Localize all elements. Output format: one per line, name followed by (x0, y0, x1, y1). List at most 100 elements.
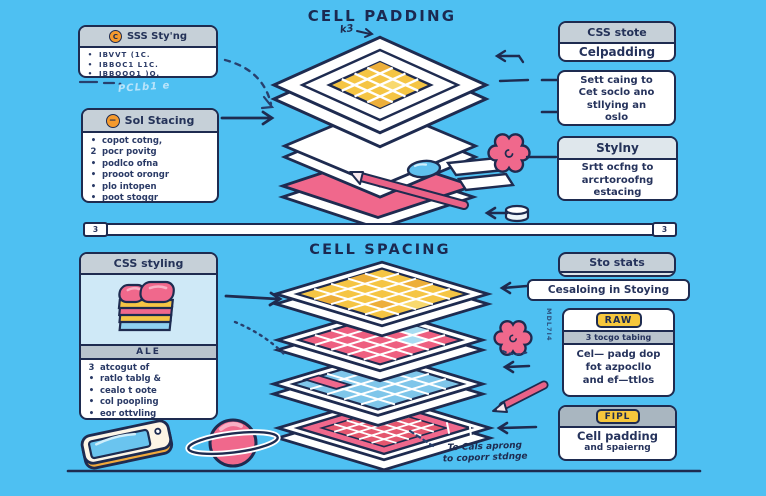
padding-middle-plate (285, 106, 476, 197)
padding-top-plate (274, 37, 486, 146)
list-item-label: cealo t oote (100, 385, 157, 396)
padding-white-tabs (445, 156, 516, 192)
arrow-left-icon (502, 360, 531, 374)
arrow-right-icon (220, 110, 275, 126)
raw-box: RAW 3 tocgo tabing Cel— padg dop fot azp… (562, 308, 675, 397)
sto-stats-label: Sto stats (560, 254, 674, 273)
arrow-left-icon (494, 49, 530, 83)
list-item-label: podlco ofna (102, 158, 159, 169)
spacing-layer-1 (276, 262, 488, 336)
white-sketch-dashes (446, 422, 472, 438)
list-item-label: eor ottvling (100, 408, 157, 419)
css-styling-header: CSS styling (81, 254, 216, 275)
css-stote-box: CSS stote Celpadding (558, 21, 676, 62)
list-item-label: pocr povitg (102, 147, 157, 158)
arrow-left-icon (496, 421, 538, 435)
list-item: •plo intopen (89, 182, 211, 193)
list-item: •poot stoggr (89, 193, 211, 203)
minus-circle-icon: − (105, 113, 120, 128)
bullet: • (88, 385, 95, 396)
list-item: • cealo t oote (87, 386, 210, 397)
arrow-right-icon (224, 291, 283, 307)
spacing-annotation: To Cals aprong to coporr stdnge (442, 440, 528, 464)
connector-line (540, 78, 560, 114)
css-stote-body: Celpadding (578, 45, 656, 59)
list-item-label: col poopling (100, 397, 159, 408)
fipl-body-line2: and spaierng (584, 443, 651, 453)
dashed-curve (223, 58, 273, 106)
sketch-arrow-icon (356, 28, 374, 38)
sketch-label: k3 (339, 23, 355, 36)
list-item: •prooot orongr (89, 170, 211, 181)
list-item: •IBBOOO1 )O. (86, 70, 210, 78)
raw-tag: RAW (595, 312, 642, 328)
fipl-tag: FIPL (595, 409, 640, 424)
sett-caing-body: Sett caing to Cet soclo ano stllying an … (578, 75, 655, 124)
fipl-box: FIPL Cell padding and spaierng (558, 405, 677, 461)
sss-styling-box: C SSS Sty'ng •IBVVT (1C. •IBBOC1 L1C. •I… (78, 25, 218, 78)
sss-styling-header: C SSS Sty'ng (80, 27, 216, 48)
bullet: • (90, 158, 97, 169)
star-blob-icon (487, 133, 531, 173)
vertical-scribble: MDL7I4 (545, 308, 553, 342)
bullet: • (90, 193, 97, 203)
phone-icon (80, 419, 174, 470)
fipl-header: FIPL (560, 407, 675, 428)
spacing-layer-2 (277, 309, 482, 381)
cylinder-icon (504, 204, 530, 223)
section-divider-bar (83, 223, 677, 236)
list-item: • eor ottvling (87, 408, 210, 419)
dashed-curve (502, 350, 529, 356)
planet-icon (185, 418, 281, 468)
dotted-curve (233, 320, 286, 356)
sol-stacing-header: − Sol Stacing (83, 110, 217, 133)
css-stote-header: CSS stote (560, 23, 674, 44)
bullet: • (87, 51, 94, 59)
pen-icon (492, 380, 549, 413)
padding-pink-layer (283, 154, 474, 228)
raw-subheader: 3 tocgo tabing (564, 330, 673, 345)
pen-icon (349, 159, 469, 210)
list-item: • IBVVT (1C. (86, 51, 210, 61)
bullet: • (87, 70, 94, 78)
list-item: • podlco ofna (89, 159, 211, 170)
bullet: • (90, 170, 97, 181)
layer-cake-icon (117, 280, 175, 331)
arrow-left-icon (484, 206, 509, 220)
sketch-dashes (78, 80, 116, 85)
handwritten-note: PCLb1 e (117, 80, 171, 95)
padding-title: CELL PADDING (307, 7, 457, 25)
arrow-left-icon (499, 281, 529, 295)
sss-styling-header-label: SSS Sty'ng (126, 31, 188, 42)
list-item-label: IBVVT (1C. (99, 51, 151, 59)
css-styling-figure (81, 275, 216, 344)
spacing-layer-3 (273, 353, 482, 426)
list-item: • col poopling (87, 397, 210, 408)
divider-left-badge: 3 (83, 222, 108, 237)
stylny-box: Stylny Srtt ocfng to arcrtoroofng estaci… (557, 136, 678, 201)
copyright-icon: C (108, 30, 122, 43)
spacing-title: CELL SPACING (309, 242, 451, 258)
sss-styling-list: •IBVVT (1C. •IBBOC1 L1C. •IBBOOO1 )O. (80, 48, 216, 78)
sto-stats-band (560, 273, 674, 275)
bullet: • (88, 397, 95, 408)
list-item-label: copot cotng, (102, 136, 163, 146)
sett-caing-box: Sett caing to Cet soclo ano stllying an … (557, 70, 676, 126)
bullet: • (88, 408, 95, 419)
divider-right-badge: 3 (652, 222, 677, 237)
bullet: • (88, 374, 95, 385)
list-item: •copot cotng, (89, 136, 211, 147)
sto-stats-box: Sto stats (558, 252, 676, 277)
raw-tag-row: RAW (564, 310, 673, 330)
raw-body: Cel— padg dop fot azpocllo and ef—ttlos (576, 349, 661, 386)
stylny-header: Stylny (559, 138, 676, 160)
list-item-label: atcogut of (100, 363, 150, 373)
dashed-curve-arrowhead (260, 95, 275, 110)
bullet: • (90, 181, 97, 192)
